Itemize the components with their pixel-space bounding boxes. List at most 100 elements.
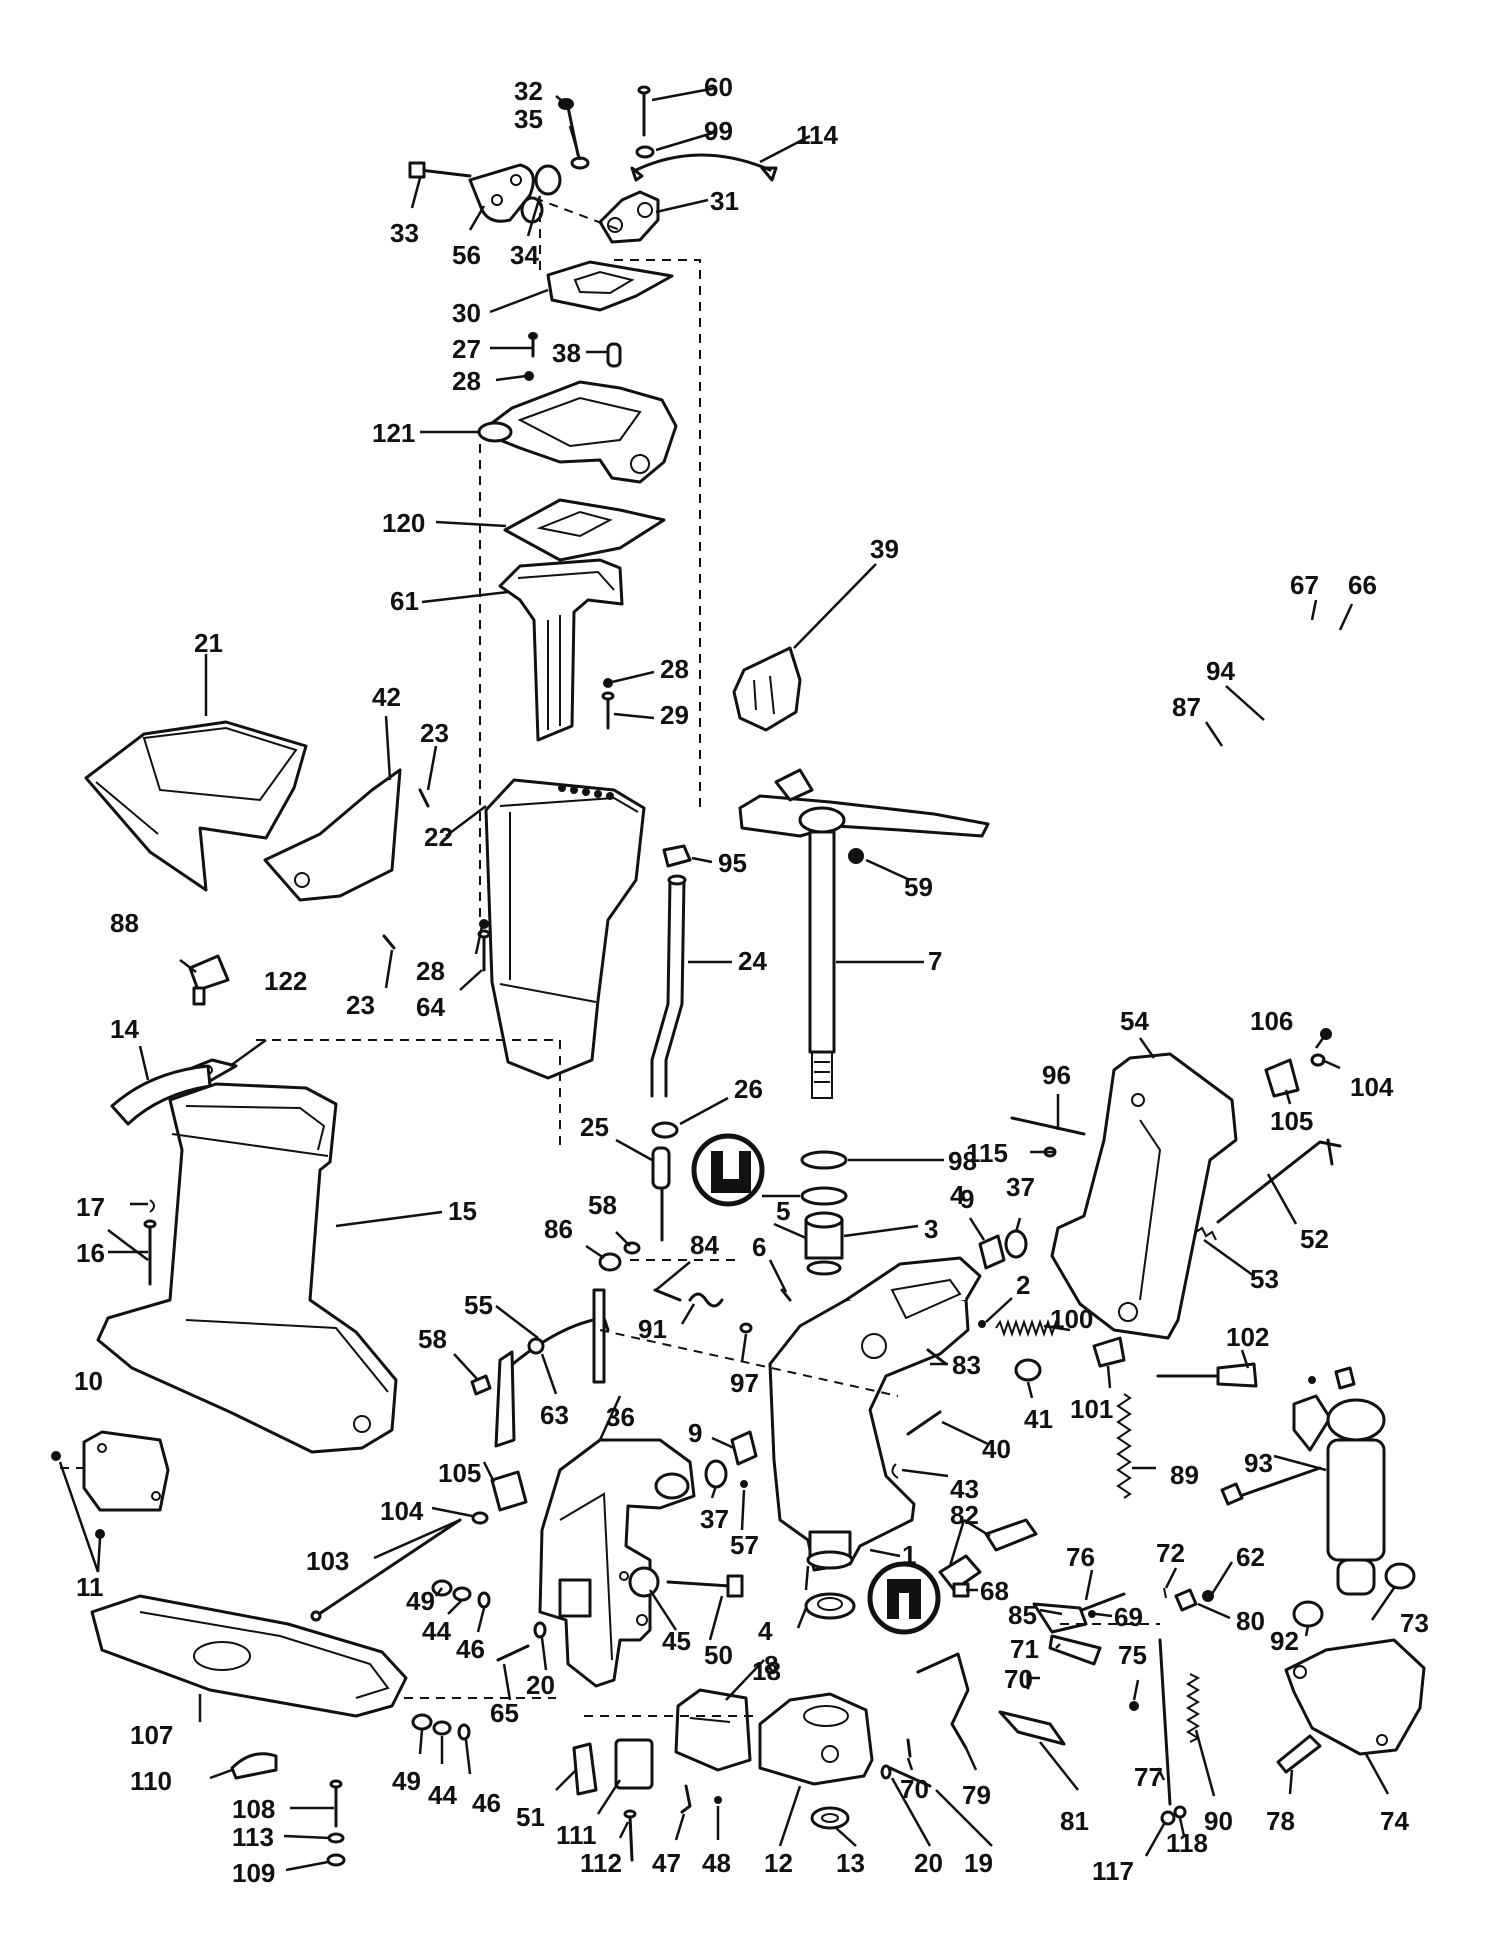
part-36-clamp-bracket (538, 1438, 696, 1688)
callout-60: 60 (704, 72, 733, 102)
callout-1: 1 (902, 1540, 916, 1570)
part-107-plate (90, 1594, 408, 1718)
callout-58-upper: 58 (588, 1190, 617, 1220)
part-18-mount (674, 1688, 752, 1772)
part-23-screw-upper (418, 788, 430, 808)
part-75-screw (1129, 1701, 1139, 1711)
part-9-bushing-upper (978, 1234, 1006, 1270)
callout-95: 95 (718, 848, 747, 878)
callout-86: 86 (544, 1214, 573, 1244)
part-20-screw-b (880, 1764, 892, 1780)
part-8-seal (804, 1592, 856, 1620)
callout-102: 102 (1226, 1322, 1269, 1352)
callout-65: 65 (490, 1698, 519, 1728)
callout-47: 47 (652, 1848, 681, 1878)
callout-51: 51 (516, 1802, 545, 1832)
part-66-pad (1334, 1366, 1356, 1390)
callout-55: 55 (464, 1290, 493, 1320)
part-41-bushing (1014, 1358, 1042, 1382)
part-105-bushing-lower (490, 1470, 528, 1512)
callout-72: 72 (1156, 1538, 1185, 1568)
part-89-spring (1116, 1393, 1132, 1499)
part-46-washer-a (477, 1591, 491, 1609)
callout-80: 80 (1236, 1606, 1265, 1636)
part-25-water-tube (651, 1146, 671, 1242)
part-91-spring (688, 1292, 724, 1308)
part-37-washer-upper (1004, 1229, 1028, 1259)
callout-118: 118 (1166, 1828, 1208, 1858)
part-114-strap (630, 153, 778, 182)
part-104-washer-lower (471, 1511, 489, 1525)
part-24-water-tube (650, 874, 687, 1098)
callout-42: 42 (372, 682, 401, 712)
part-12-yoke (758, 1692, 874, 1786)
callout-112: 112 (580, 1848, 622, 1878)
callout-32: 32 (514, 76, 543, 106)
callout-57: 57 (730, 1530, 759, 1560)
callout-81: 81 (1060, 1806, 1089, 1836)
callout-84: 84 (690, 1230, 719, 1260)
part-29-screw-mid (601, 691, 615, 730)
callout-104-upper: 104 (1350, 1072, 1394, 1102)
part-70-pin-lower (906, 1738, 912, 1758)
part-34-washers (520, 164, 562, 224)
callout-20-lower: 20 (914, 1848, 943, 1878)
part-78-pin (1276, 1734, 1322, 1774)
callout-97: 97 (730, 1368, 759, 1398)
callout-70-upper: 70 (1004, 1664, 1033, 1694)
part-113-washer (327, 1832, 345, 1844)
callout-54: 54 (1120, 1006, 1149, 1036)
callout-88: 88 (110, 908, 139, 938)
part-68-pin (952, 1582, 970, 1598)
callout-28-top: 28 (452, 366, 481, 396)
part-95-grommet (662, 844, 692, 868)
callout-3: 3 (924, 1214, 938, 1244)
callout-49-lower: 49 (392, 1766, 421, 1796)
callout-87: 87 (1172, 692, 1201, 722)
callout-64: 64 (416, 992, 445, 1022)
part-82-plate (938, 1518, 1038, 1592)
callout-93: 93 (1244, 1448, 1273, 1478)
callout-20-upper: 20 (526, 1670, 555, 1700)
callout-21: 21 (194, 628, 223, 658)
part-11-screws (51, 1451, 105, 1539)
callout-113: 113 (232, 1822, 274, 1852)
callout-114: 114 (796, 120, 838, 150)
callout-85: 85 (1008, 1600, 1037, 1630)
callout-53: 53 (1250, 1264, 1279, 1294)
callout-82: 82 (950, 1500, 979, 1530)
part-30-gasket (546, 260, 674, 312)
part-21-cover (84, 720, 308, 892)
part-42-cover (263, 768, 402, 902)
part-44-nut-a (452, 1586, 472, 1602)
part-4-washer-lower (806, 1550, 854, 1570)
callout-122: 122 (264, 966, 307, 996)
callout-58-lower: 58 (418, 1324, 447, 1354)
callout-74: 74 (1380, 1806, 1409, 1836)
part-7-steering-arm (738, 768, 990, 1099)
callout-78: 78 (1266, 1806, 1295, 1836)
part-98-washer (800, 1150, 848, 1170)
lubricant-symbol-lower (867, 1561, 941, 1635)
callout-9-upper: 9 (960, 1184, 974, 1214)
callout-104-lower: 104 (380, 1496, 424, 1526)
callout-94: 94 (1206, 656, 1235, 686)
callout-18: 18 (752, 1656, 781, 1686)
part-40-pin (906, 1410, 942, 1436)
callout-46-lower: 46 (472, 1788, 501, 1818)
callout-98: 98 (948, 1146, 977, 1176)
callout-107: 107 (130, 1720, 173, 1750)
callout-37-upper: 37 (1006, 1172, 1035, 1202)
callout-40: 40 (982, 1434, 1011, 1464)
leader-lines (58, 86, 1396, 1872)
callout-89: 89 (1170, 1460, 1199, 1490)
part-72-spring (1163, 1587, 1167, 1599)
callout-26: 26 (734, 1074, 763, 1104)
callout-6: 6 (752, 1232, 766, 1262)
callout-13: 13 (836, 1848, 865, 1878)
callout-69: 69 (1114, 1602, 1143, 1632)
part-44-nut-b (432, 1720, 452, 1736)
callout-25: 25 (580, 1112, 609, 1142)
part-80-nut (1174, 1588, 1198, 1612)
